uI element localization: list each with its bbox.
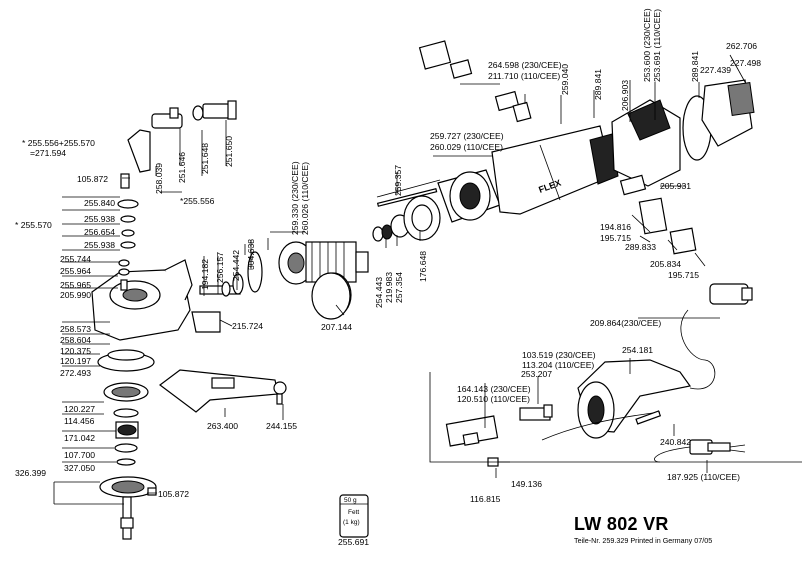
label-255938-a: 255.938 <box>84 214 116 224</box>
label-120227: 120.227 <box>64 404 96 414</box>
label-120375: 120.375 <box>60 346 92 356</box>
label-259040: 259.040 <box>560 63 570 95</box>
label-289833: 289.833 <box>625 242 657 252</box>
label-258039: 258.039 <box>154 162 164 194</box>
label-289841-b: 289.841 <box>690 50 700 82</box>
label-114456: 114.456 <box>64 416 95 426</box>
label-253600: 253.600 (230/CEE) <box>642 8 652 82</box>
label-263400: 263.400 <box>207 421 239 431</box>
label-259330: 259.330 (230/CEE) <box>290 161 300 235</box>
label-194816: 194.816 <box>600 222 632 232</box>
stator <box>437 169 501 223</box>
label-227498: 227.498 <box>730 58 762 68</box>
label-251648: 251.648 <box>200 142 210 174</box>
label-255965: 255.965 <box>60 280 92 290</box>
label-289841-a: 289.841 <box>593 68 603 100</box>
power-cable <box>541 283 753 441</box>
brush-holders <box>418 40 697 255</box>
grease-name: Fett <box>348 509 360 516</box>
label-253691: 253.691 (110/CEE) <box>652 9 662 82</box>
label-227439: 227.439 <box>700 65 732 75</box>
label-209864: 209.864(230/CEE) <box>590 318 662 328</box>
label-260026: 260.026 (110/CEE) <box>300 162 310 235</box>
label-326399: 326.399 <box>15 468 47 478</box>
label-255840: 255.840 <box>84 198 116 208</box>
label-255744: 255.744 <box>60 254 92 264</box>
motor-housing: FLEX <box>491 125 619 215</box>
front-bearing-parts <box>372 179 441 242</box>
assembly-brackets <box>53 54 802 505</box>
label-255556-255570: * 255.556+255.570 <box>22 138 95 148</box>
label-251646: 251.646 <box>177 151 187 183</box>
label-116815: 116.815 <box>470 494 501 504</box>
grease-container <box>339 494 369 538</box>
switch-module <box>445 404 553 447</box>
label-255570: * 255.570 <box>15 220 52 230</box>
part-number-line: Teile-Nr. 259.329 Printed in Germany 07/… <box>574 536 713 545</box>
label-264598: 264.598 (230/CEE) <box>488 60 562 70</box>
label-240842: 240.842 <box>660 437 692 447</box>
label-257354: 257.354 <box>394 271 404 303</box>
grease-amount: 50 g <box>344 497 357 504</box>
label-194182: 194.182 <box>200 258 210 290</box>
label-262706: 262.706 <box>726 41 758 51</box>
label-211710: 211.710 (110/CEE) <box>488 71 561 81</box>
label-255556: *255.556 <box>180 196 215 206</box>
label-255691: 255.691 <box>338 537 370 547</box>
label-271594: =271.594 <box>30 148 67 158</box>
label-219983: 219.983 <box>384 271 394 303</box>
label-205990: 205.990 <box>60 290 92 300</box>
model-title: LW 802 VR <box>574 514 669 534</box>
label-215724: 215.724 <box>232 321 264 331</box>
gear-head-housing <box>91 259 193 341</box>
label-272493: 272.493 <box>60 368 92 378</box>
label-254181: 254.181 <box>622 345 654 355</box>
rear-cover-assembly <box>611 79 755 187</box>
label-251650: 251.650 <box>224 135 234 167</box>
label-103519: 103.519 (230/CEE) <box>522 350 596 360</box>
label-205931: 205.931 <box>660 181 692 191</box>
label-253207: 253.207 <box>521 369 553 379</box>
label-304638: 304.638 <box>246 238 256 270</box>
hose-valve-assembly <box>127 100 237 173</box>
label-206903: 206.903 <box>620 79 630 111</box>
label-256157: 256.157 <box>215 251 225 283</box>
rear-handle <box>577 359 692 439</box>
label-107700: 107.700 <box>64 450 96 460</box>
label-259727: 259.727 (230/CEE) <box>430 131 504 141</box>
label-260029: 260.029 (110/CEE) <box>430 142 503 152</box>
label-171042: 171.042 <box>64 433 96 443</box>
label-255938-b: 255.938 <box>84 240 116 250</box>
label-256654: 256.654 <box>84 227 116 237</box>
label-195715-b: 195.715 <box>668 270 700 280</box>
label-255964: 255.964 <box>60 266 92 276</box>
label-258604: 258.604 <box>60 335 92 345</box>
bearing-flange-stack <box>97 349 157 540</box>
label-254442: 254.442 <box>231 249 241 281</box>
label-207144: 207.144 <box>321 322 353 332</box>
label-244155: 244.155 <box>266 421 298 431</box>
label-149136: 149.136 <box>511 479 543 489</box>
label-259357: 259.357 <box>393 164 403 196</box>
label-105872-bottom: 105.872 <box>158 489 190 499</box>
label-258573: 258.573 <box>60 324 92 334</box>
label-120197: 120.197 <box>60 356 92 366</box>
label-195715-a: 195.715 <box>600 233 632 243</box>
label-164143: 164.143 (230/CEE) <box>457 384 531 394</box>
bevel-gear <box>311 272 351 320</box>
label-113204: 113.204 (110/CEE) <box>522 360 595 370</box>
label-254443: 254.443 <box>374 276 384 308</box>
label-120510: 120.510 (110/CEE) <box>457 394 530 404</box>
label-176648: 176.648 <box>418 250 428 282</box>
label-105872-top: 105.872 <box>77 174 109 184</box>
side-handle <box>159 311 287 413</box>
label-187925: 187.925 (110/CEE) <box>667 472 740 482</box>
spindle-lock-parts <box>117 173 139 291</box>
label-327050: 327.050 <box>64 463 96 473</box>
grease-weight: (1 kg) <box>343 519 360 526</box>
label-205834: 205.834 <box>650 259 682 269</box>
